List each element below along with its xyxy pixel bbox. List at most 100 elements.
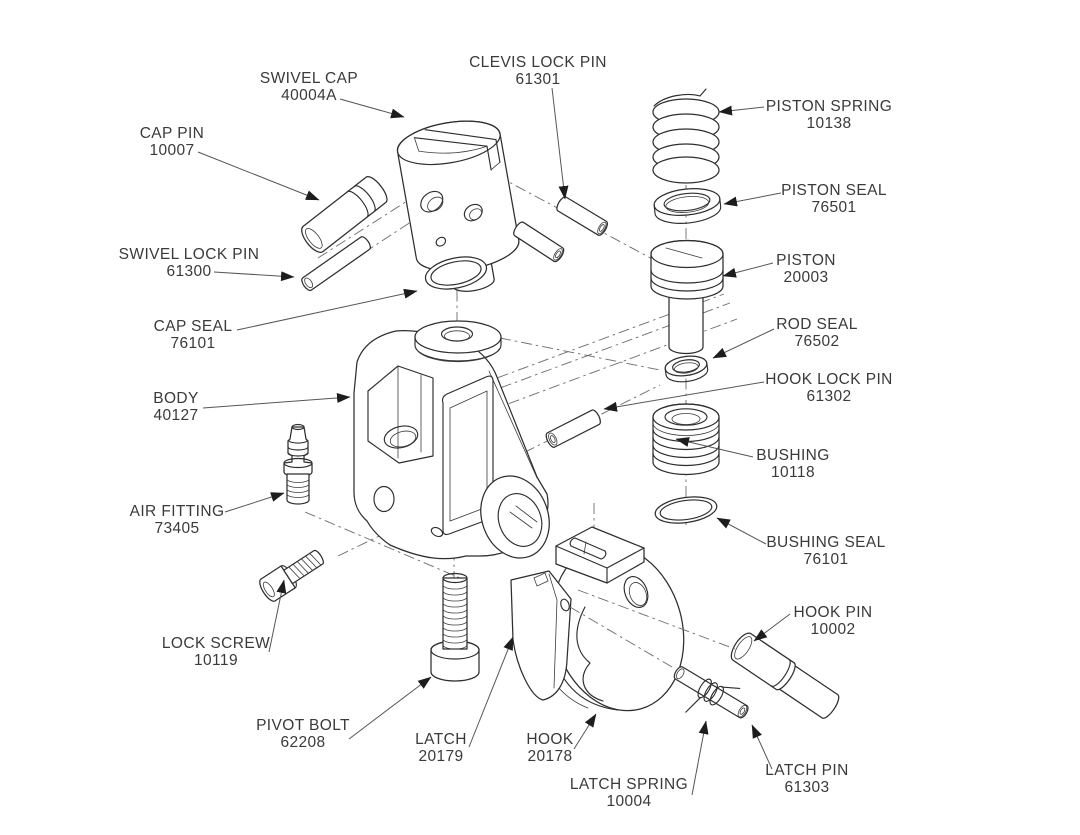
label-hook-lock-pin: HOOK LOCK PIN 61302 [765,371,893,405]
svg-text:10138: 10138 [806,115,851,132]
label-latch-spring: LATCH SPRING 10004 [570,776,688,810]
svg-text:20178: 20178 [527,748,572,765]
svg-text:76502: 76502 [794,333,839,350]
leader-bushing [675,437,754,458]
svg-text:CAP PIN: CAP PIN [140,125,205,142]
leader-body [202,392,351,409]
leader-rod-seal [712,328,775,359]
label-lock-screw: LOCK SCREW 10119 [162,635,270,669]
leader-hook-lock-pin [603,381,765,412]
swivel-cap-part [396,120,520,292]
svg-text:SWIVEL LOCK PIN: SWIVEL LOCK PIN [119,246,260,263]
label-latch-pin: LATCH PIN 61303 [765,762,848,796]
bushing-part [652,403,720,476]
cap-seal-part [424,256,488,290]
svg-text:20003: 20003 [783,269,828,286]
svg-text:PISTON: PISTON [776,252,836,269]
svg-text:76101: 76101 [803,551,848,568]
label-pivot-bolt: PIVOT BOLT 62208 [256,717,350,751]
label-cap-pin: CAP PIN 10007 [140,125,205,159]
leader-latch [468,636,514,748]
leader-pivot-bolt [348,676,432,740]
center-lines-front [569,589,736,668]
leader-hook [573,713,597,750]
svg-text:10004: 10004 [606,793,651,810]
label-air-fitting: AIR FITTING 73405 [130,503,225,537]
svg-text:61302: 61302 [806,388,851,405]
leader-swivel-cap [339,98,405,119]
label-hook: HOOK 20178 [526,731,574,765]
hook-pin-part [730,632,840,719]
leader-piston-seal [723,192,782,207]
leader-cap-pin [197,151,320,201]
lock-screw-part [259,549,324,602]
hook-lock-pin-part [545,409,601,448]
label-rod-seal: ROD SEAL 76502 [776,316,858,350]
rod-seal-part [664,355,709,383]
piston-seal-part [653,187,722,224]
pivot-bolt-part [430,572,480,682]
label-piston-spring: PISTON SPRING 10138 [766,98,892,132]
svg-text:HOOK PIN: HOOK PIN [794,604,873,621]
svg-text:ROD SEAL: ROD SEAL [776,316,858,333]
latch-spring-part [685,678,741,713]
svg-text:AIR FITTING: AIR FITTING [130,503,225,520]
latch-pin-part [673,666,749,719]
label-bushing-seal: BUSHING SEAL 76101 [766,534,885,568]
leader-piston [722,262,774,278]
svg-text:PIVOT BOLT: PIVOT BOLT [256,717,350,734]
svg-text:CAP SEAL: CAP SEAL [154,318,233,335]
swivel-lock-pin-part [301,236,371,292]
leader-lines [197,87,791,796]
leader-air-fitting [224,492,285,513]
svg-text:SWIVEL CAP: SWIVEL CAP [260,70,358,87]
leader-cap-seal [236,288,418,331]
svg-text:61301: 61301 [515,71,560,88]
svg-text:61303: 61303 [784,779,829,796]
air-fitting-part [283,423,313,505]
svg-text:LATCH PIN: LATCH PIN [765,762,848,779]
svg-text:10119: 10119 [194,652,238,669]
svg-text:HOOK LOCK PIN: HOOK LOCK PIN [765,371,893,388]
svg-text:10002: 10002 [810,621,855,638]
leader-hook-pin [753,613,791,642]
leader-clevis-lock-pin [551,87,569,200]
svg-text:10118: 10118 [771,464,815,481]
svg-text:76501: 76501 [811,199,856,216]
svg-text:BUSHING SEAL: BUSHING SEAL [766,534,885,551]
svg-text:BUSHING: BUSHING [756,447,829,464]
svg-text:HOOK: HOOK [526,731,574,748]
svg-text:61300: 61300 [166,263,211,280]
svg-text:20179: 20179 [418,748,463,765]
svg-text:40004A: 40004A [281,87,337,104]
svg-text:BODY: BODY [153,390,199,407]
label-swivel-lock-pin: SWIVEL LOCK PIN 61300 [119,246,260,280]
part-labels: SWIVEL CAP 40004A CLEVIS LOCK PIN 61301 … [119,54,893,810]
piston-part [650,239,724,355]
label-bushing: BUSHING 10118 [756,447,829,481]
label-hook-pin: HOOK PIN 10002 [794,604,873,638]
cap-pin-part [301,176,388,253]
leader-swivel-lock-pin [213,271,295,282]
clevis-lock-pins-part [513,196,608,263]
svg-text:62208: 62208 [280,734,325,751]
svg-text:LATCH SPRING: LATCH SPRING [570,776,688,793]
label-swivel-cap: SWIVEL CAP 40004A [260,70,358,104]
svg-text:PISTON SEAL: PISTON SEAL [781,182,887,199]
label-cap-seal: CAP SEAL 76101 [154,318,233,352]
body-part [353,320,550,560]
latch-part [510,570,572,701]
label-piston-seal: PISTON SEAL 76501 [781,182,887,216]
svg-text:73405: 73405 [154,520,199,537]
label-latch: LATCH 20179 [415,731,466,765]
svg-text:PISTON SPRING: PISTON SPRING [766,98,892,115]
svg-text:40127: 40127 [153,407,198,424]
label-piston: PISTON 20003 [776,252,836,286]
label-body: BODY 40127 [153,390,199,424]
leader-latch-pin [751,724,773,770]
leader-bushing-seal [716,517,767,545]
piston-spring-part [652,88,720,184]
svg-text:10007: 10007 [149,142,194,159]
